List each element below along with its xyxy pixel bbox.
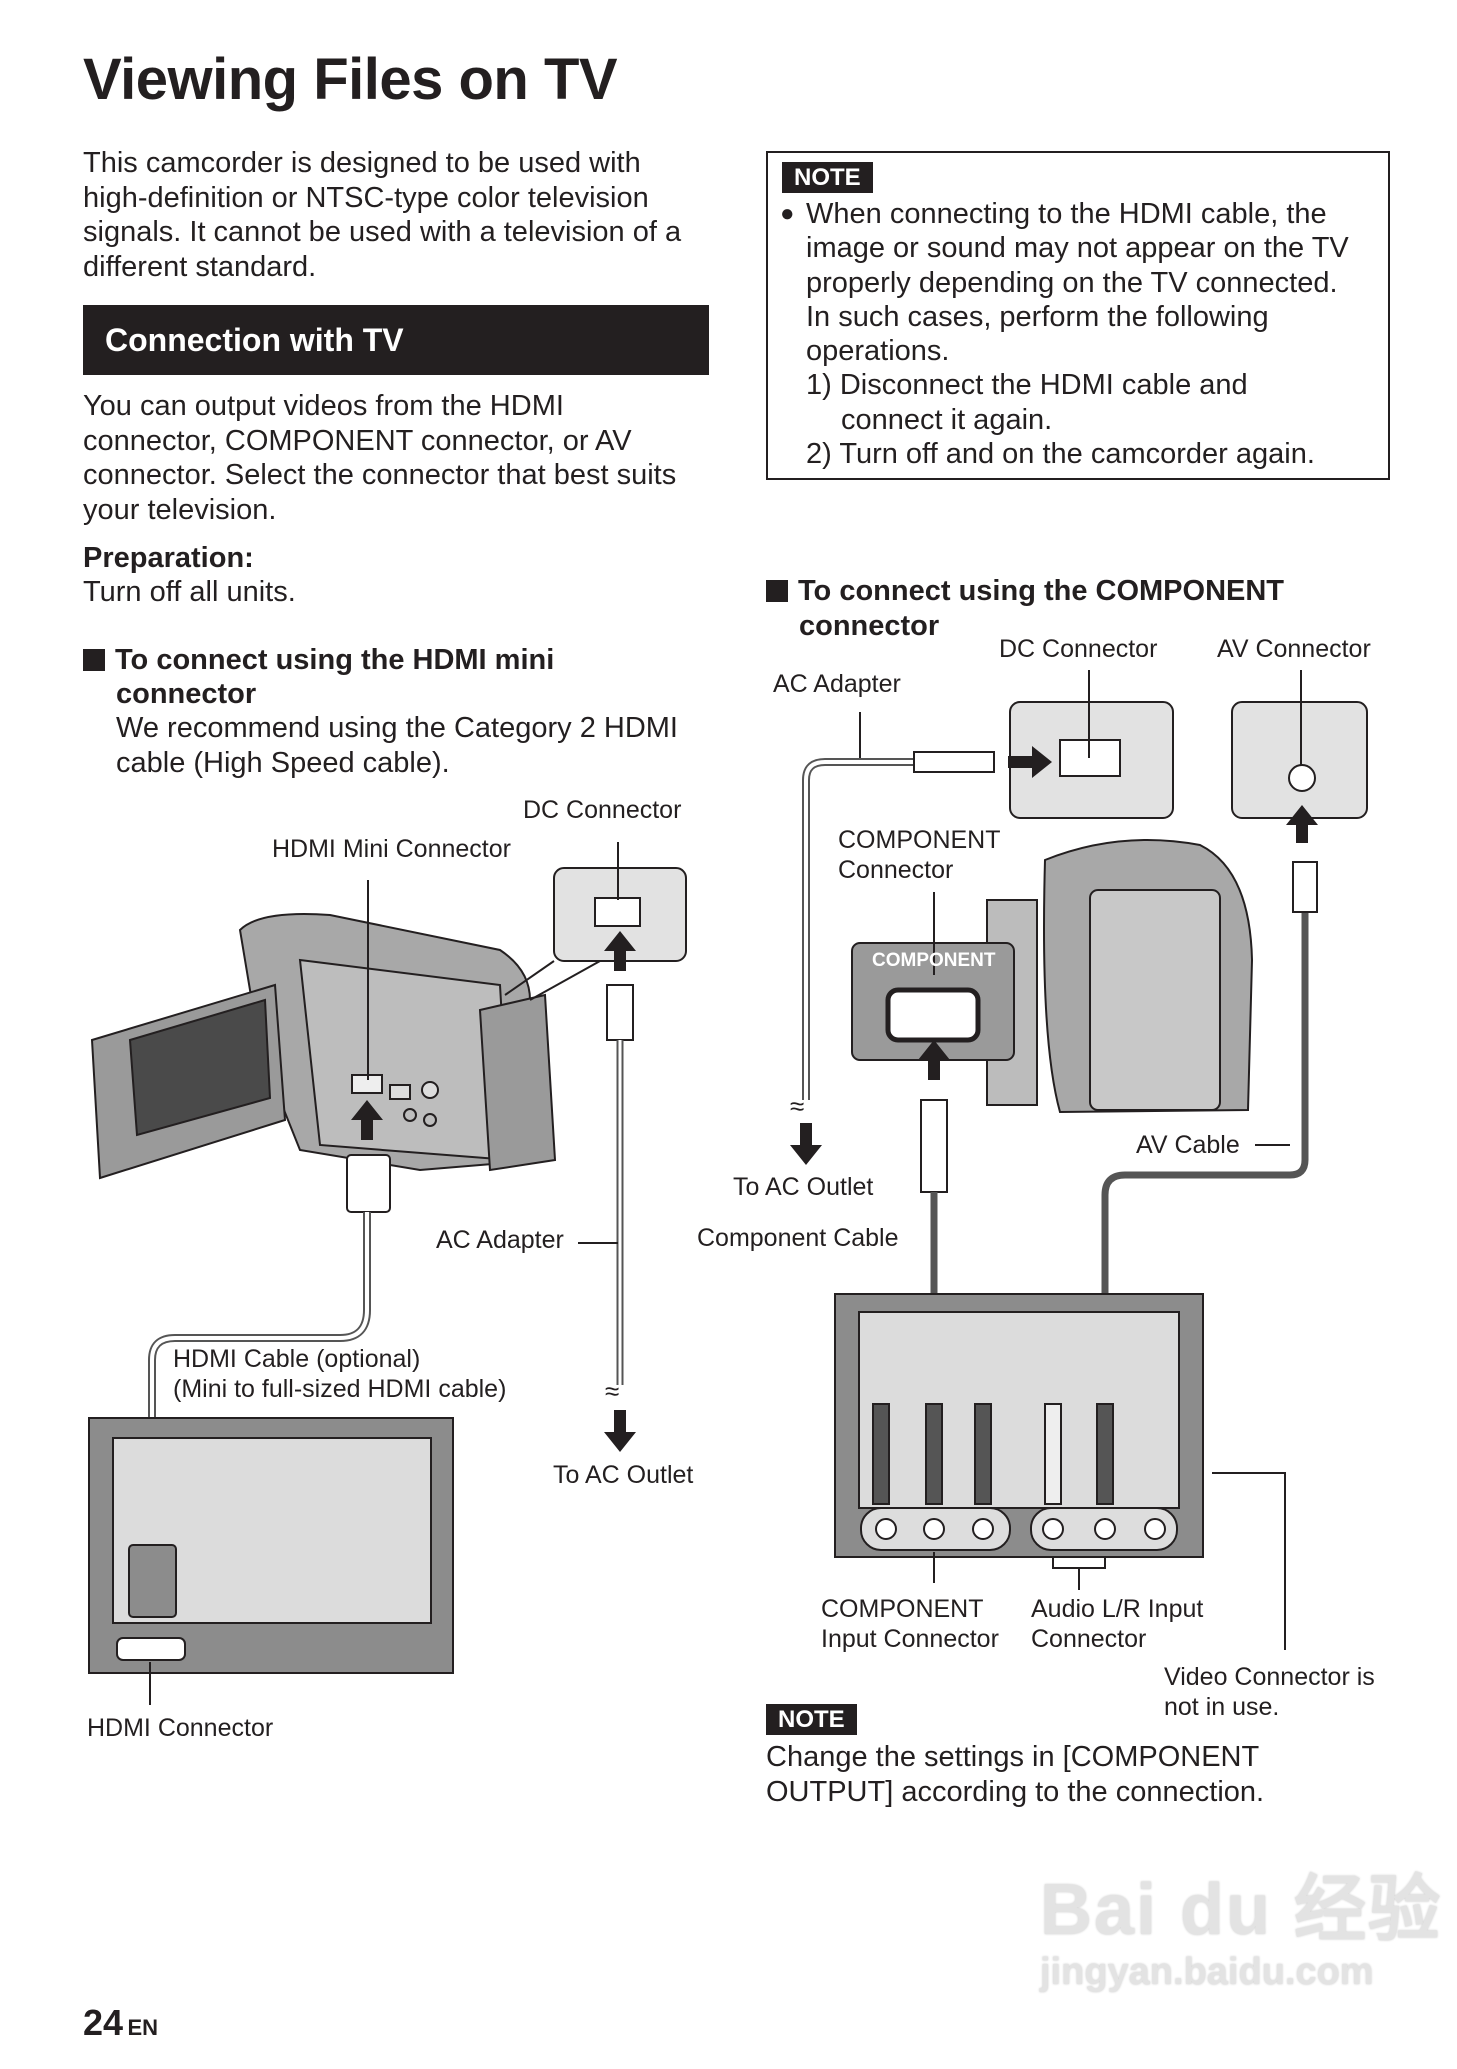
section-line: your television.: [83, 493, 277, 526]
section-paragraph: You can output videos from the HDMI conn…: [83, 389, 676, 527]
label-to-ac-outlet: To AC Outlet: [553, 1461, 694, 1489]
square-bullet-icon: [83, 649, 105, 671]
arrow-up-icon: [351, 1100, 383, 1140]
label-component-cable: Component Cable: [697, 1224, 899, 1252]
note-text: When connecting to the HDMI cable, the i…: [806, 197, 1349, 471]
arrow-down-icon: [790, 1123, 822, 1165]
watermark-brand: Bai du 经验: [1040, 1870, 1443, 1950]
recommend-line: cable (High Speed cable).: [116, 746, 450, 779]
note-badge: NOTE: [766, 1704, 857, 1735]
label-to-ac-outlet: To AC Outlet: [733, 1173, 874, 1201]
intro-line: high-definition or NTSC-type color telev…: [83, 181, 649, 214]
section-title: Connection with TV: [83, 305, 709, 375]
camcorder-illustration: [90, 913, 557, 1180]
note-line: operations.: [806, 335, 950, 368]
hdmi-heading-line: To connect using the HDMI mini: [115, 644, 555, 676]
label-video-unused: not in use.: [1164, 1693, 1280, 1721]
intro-line: This camcorder is designed to be used wi…: [83, 147, 641, 179]
hdmi-heading-line: connector: [116, 678, 257, 710]
note-step: 1) Disconnect the HDMI cable and: [806, 369, 1248, 402]
square-bullet-icon: [766, 580, 788, 602]
note2-text: Change the settings in [COMPONENT OUTPUT…: [766, 1740, 1264, 1809]
recommend-line: We recommend using the Category 2 HDMI: [116, 712, 678, 744]
label-dc-connector: DC Connector: [999, 635, 1158, 663]
note-box: NOTE ● When connecting to the HDMI cable…: [766, 151, 1390, 480]
section-line: connector, COMPONENT connector, or AV: [83, 424, 632, 457]
watermark-url: jingyan.baidu.com: [1040, 1951, 1374, 1993]
note-line: In such cases, perform the following: [806, 300, 1269, 333]
intro-line: signals. It cannot be used with a televi…: [83, 216, 682, 248]
baidu-watermark: Bai du 经验 jingyan.baidu.com: [1040, 1870, 1442, 1994]
arrow-down-icon: [604, 1410, 636, 1452]
note-line: When connecting to the HDMI cable, the: [806, 198, 1327, 230]
component-heading: To connect using the COMPONENT: [766, 574, 1284, 609]
svg-text:≈: ≈: [790, 1091, 804, 1121]
label-ac-adapter: AC Adapter: [436, 1226, 564, 1254]
arrow-up-icon: [604, 931, 636, 971]
label-hdmi-connector: HDMI Connector: [87, 1714, 274, 1742]
bullet-icon: ●: [780, 200, 795, 227]
page-footer: 24 EN: [83, 2002, 158, 2044]
label-hdmi-cable: HDMI Cable (optional): [173, 1345, 421, 1373]
label-component-connector: COMPONENT: [838, 826, 1001, 854]
page-number: 24: [83, 2002, 124, 2043]
label-ac-adapter: AC Adapter: [773, 670, 901, 698]
hdmi-heading: To connect using the HDMI mini: [83, 643, 554, 678]
label-av-cable: AV Cable: [1136, 1131, 1240, 1159]
note-line: image or sound may not appear on the TV: [806, 232, 1349, 265]
label-audio-input: Connector: [1031, 1625, 1147, 1653]
component-heading-line: connector: [799, 610, 940, 642]
label-hdmi-mini-connector: HDMI Mini Connector: [272, 835, 511, 863]
label-component-input: Input Connector: [821, 1625, 999, 1653]
label-av-connector: AV Connector: [1217, 635, 1371, 663]
note-badge: NOTE: [782, 162, 873, 193]
label-component-connector: Connector: [838, 856, 954, 884]
label-hdmi-cable-sub: (Mini to full-sized HDMI cable): [173, 1375, 507, 1403]
preparation-label: Preparation:: [83, 542, 254, 574]
note-line: OUTPUT] according to the connection.: [766, 1775, 1265, 1808]
arrow-right-icon: [1008, 746, 1052, 778]
section-line: connector. Select the connector that bes…: [83, 459, 677, 491]
note-line: Change the settings in [COMPONENT: [766, 1741, 1260, 1773]
label-component-input: COMPONENT: [821, 1595, 984, 1623]
intro-line: different standard.: [83, 250, 317, 283]
preparation-text: Turn off all units.: [83, 576, 296, 608]
note-line: properly depending on the TV connected.: [806, 266, 1338, 299]
section-line: You can output videos from the HDMI: [83, 390, 564, 422]
svg-text:≈: ≈: [605, 1376, 619, 1406]
av-connector-inset: [1231, 701, 1368, 819]
hdmi-recommend: We recommend using the Category 2 HDMI c…: [116, 711, 678, 780]
label-audio-input: Audio L/R Input: [1031, 1595, 1204, 1623]
note-step: connect it again.: [841, 403, 1053, 436]
intro-paragraph: This camcorder is designed to be used wi…: [83, 146, 681, 284]
component-heading-line: To connect using the COMPONENT: [798, 575, 1285, 607]
arrow-up-icon: [918, 1040, 950, 1080]
note-step: 2) Turn off and on the camcorder again.: [806, 438, 1315, 471]
arrow-up-icon: [1286, 805, 1318, 843]
label-dc-connector: DC Connector: [523, 796, 682, 824]
component-port-label: COMPONENT: [872, 950, 996, 971]
page-title: Viewing Files on TV: [83, 47, 618, 112]
arrow-icons: [351, 746, 1318, 1452]
page-lang: EN: [127, 2015, 159, 2040]
label-video-unused: Video Connector is: [1164, 1663, 1375, 1691]
